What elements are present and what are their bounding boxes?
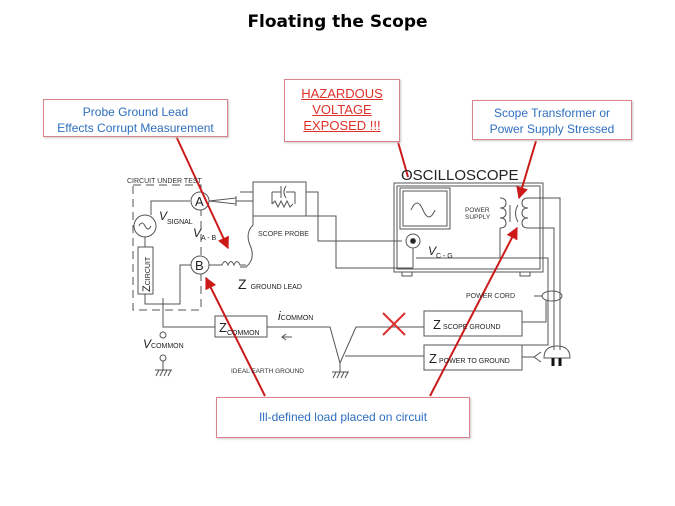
callout-hazard-line1: HAZARDOUS [301, 86, 383, 101]
callout-hazard-line2: VOLTAGE [312, 102, 372, 117]
callout-probe-ground-line2: Effects Corrupt Measurement [57, 121, 214, 135]
broken-ground-x-icon [382, 312, 406, 336]
oscilloscope-body [393, 182, 544, 273]
power-supply-label-1: POWER [465, 207, 490, 214]
z-common-label: ZCOMMON [219, 320, 260, 337]
arrow-transformer [516, 140, 537, 200]
z-circuit-label: ZCIRCUIT [141, 256, 153, 292]
oscilloscope-label: OSCILLOSCOPE [401, 167, 519, 184]
power-plug-icon [543, 345, 571, 359]
callout-transformer-line2: Power Supply Stressed [489, 122, 615, 136]
callout-hazard: HAZARDOUS VOLTAGE EXPOSED !!! [284, 79, 400, 142]
power-cord-label: POWER CORD [466, 293, 515, 300]
transformer-secondary-icon [521, 197, 529, 229]
node-b-label: B [195, 258, 204, 273]
transformer-primary-icon [499, 197, 507, 229]
node-a-label: A [195, 194, 204, 209]
i-common-label: iCOMMON [278, 309, 313, 323]
callout-load-text: Ill-defined load placed on circuit [258, 410, 428, 424]
ideal-earth-ground-label: IDEAL EARTH GROUND [231, 368, 304, 375]
callout-hazard-line3: EXPOSED !!! [303, 118, 381, 133]
v-ab-label: VA - B [193, 226, 217, 242]
v-common-label: VCOMMON [143, 337, 184, 351]
v-cg-label: VC - G [428, 244, 453, 260]
arrow-probe-ground [175, 135, 229, 250]
callout-transformer-line1: Scope Transformer or [493, 106, 611, 120]
page-title: Floating the Scope [247, 12, 428, 32]
v-signal-label: VSIGNAL [159, 209, 193, 226]
arrow-load-left [205, 276, 266, 397]
arrow-hazard [397, 141, 409, 178]
power-supply-label-2: SUPPLY [465, 214, 491, 221]
arrow-load-right [429, 226, 518, 397]
callout-probe-ground-line1: Probe Ground Lead [82, 105, 189, 119]
power-cord-clamp [541, 290, 563, 302]
callout-transformer: Scope Transformer or Power Supply Stress… [472, 100, 632, 140]
callout-load: Ill-defined load placed on circuit [216, 397, 470, 438]
callout-probe-ground: Probe Ground Lead Effects Corrupt Measur… [43, 99, 228, 137]
scope-probe-label: SCOPE PROBE [258, 231, 309, 238]
circuit-under-test-box [132, 184, 202, 311]
scope-screen [399, 187, 451, 230]
circuit-under-test-label: CIRCUIT UNDER TEST [127, 178, 203, 185]
